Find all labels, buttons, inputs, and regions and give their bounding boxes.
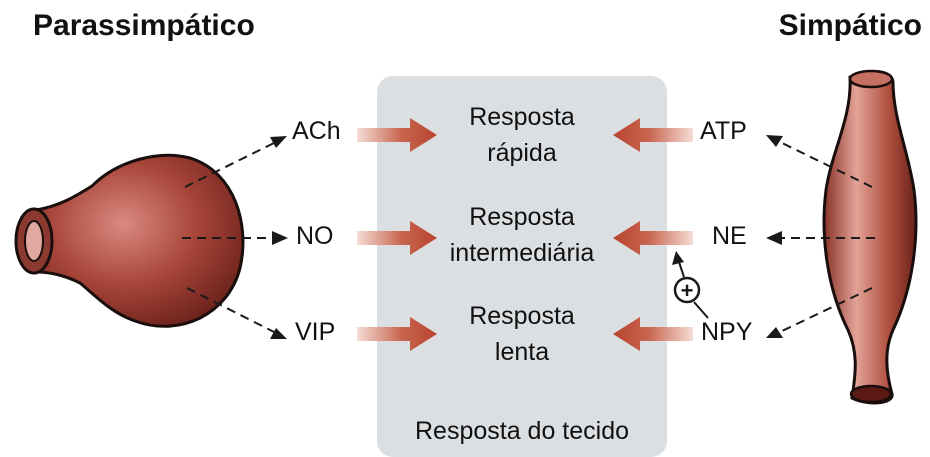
response-rapid-line2: rápida [487, 139, 557, 167]
sympathetic-title: Simpático [778, 9, 922, 42]
response-slow: Resposta lenta [377, 298, 667, 370]
sympathetic-response-arrows [613, 118, 693, 351]
plus-circle-icon [673, 276, 701, 304]
response-intermediate-line2: intermediária [449, 239, 595, 267]
sympathetic-arrowheads [766, 135, 783, 338]
response-rapid: Resposta rápida [377, 99, 667, 171]
label-npy: NPY [701, 318, 753, 346]
sympathetic-varicosity [822, 69, 918, 405]
response-rapid-line1: Resposta [469, 103, 575, 131]
response-intermediate-line1: Resposta [469, 203, 575, 231]
label-vip: VIP [295, 318, 336, 346]
parasympathetic-release-lines [182, 142, 275, 333]
plus-symbol: + [681, 278, 694, 303]
parasympathetic-arrowheads [270, 136, 288, 339]
response-slow-line2: lenta [494, 338, 550, 366]
label-ach: ACh [292, 117, 341, 145]
response-intermediate: Resposta intermediária [377, 199, 667, 271]
parasympathetic-varicosity [14, 153, 245, 328]
sympathetic-release-lines [777, 140, 875, 333]
tissue-response-label: Resposta do tecido [414, 417, 630, 445]
response-slow-line1: Resposta [469, 302, 575, 330]
npy-modulation [672, 251, 709, 319]
label-ne: NE [712, 222, 747, 250]
parasympathetic-response-arrows [357, 118, 437, 351]
label-atp: ATP [700, 117, 747, 145]
parasympathetic-title: Parassimpático [33, 9, 255, 42]
label-no: NO [296, 222, 334, 250]
